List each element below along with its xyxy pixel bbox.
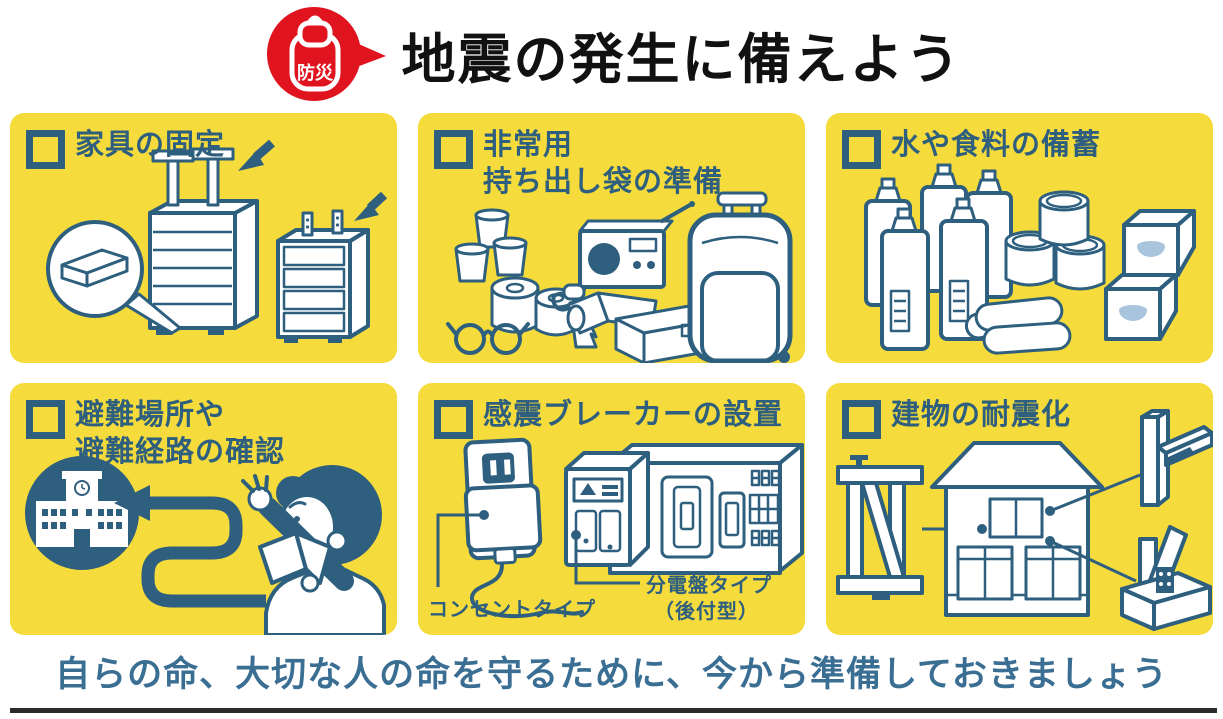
panel-title-line: 水や食料の備蓄 [891, 129, 1102, 161]
house-icon [930, 441, 1104, 617]
checkbox-icon [26, 400, 65, 439]
panel-title-line: 避難場所や [75, 399, 226, 431]
radio-icon [578, 201, 695, 289]
arrow-icon [354, 191, 388, 221]
bowl-icon [1137, 241, 1165, 257]
panel-title-line: 非常用 [483, 129, 574, 161]
panel-water-food: 水や食料の備蓄 [826, 113, 1213, 363]
emergency-kit-illustration [446, 191, 793, 363]
backpack-icon [687, 191, 793, 363]
panel-title-line: 建物の耐震化 [891, 399, 1072, 431]
evacuation-illustration [25, 456, 386, 635]
stopper-callout-icon [46, 220, 182, 335]
bowl-icon [1119, 305, 1147, 321]
panel-heading: 水や食料の備蓄 [842, 127, 1205, 169]
hand-icon [241, 474, 273, 512]
outlet-breaker-icon [463, 437, 543, 565]
tension-rod-icon [151, 147, 235, 207]
page-title: 地震の発生に備えよう [401, 29, 962, 90]
panel-title-line: 持ち出し袋の準備 [483, 166, 724, 199]
person-with-map-icon [241, 465, 386, 635]
header: 防災 地震の発生に備えよう [0, 0, 1223, 108]
disaster-backpack-icon: 防災 [266, 7, 386, 101]
checkbox-icon [434, 130, 473, 169]
bottom-bar [10, 708, 1217, 713]
furniture-illustration [46, 139, 388, 343]
foundation-anchor-icon [1120, 525, 1212, 631]
checkbox-icon [26, 130, 65, 169]
panel-title-line: 避難経路の確認 [75, 436, 286, 469]
mini-breakers-icon [748, 469, 781, 547]
checkbox-icon [842, 130, 881, 169]
badge-label: 防災 [297, 62, 334, 83]
map-icon [258, 531, 332, 593]
braced-frame-icon [836, 455, 924, 600]
l-bracket-icon [301, 209, 344, 237]
panel-heading: 家具の固定 [26, 127, 389, 169]
panel-heading: 避難場所や 避難経路の確認 [26, 397, 389, 471]
panel-emergency-bag: 非常用 持ち出し袋の準備 [418, 113, 805, 363]
panel-heading: 非常用 持ち出し袋の準備 [434, 127, 797, 201]
joint-fitting-icon [1140, 409, 1213, 507]
whistle-icon [551, 283, 586, 312]
short-cabinet-icon [276, 191, 388, 343]
arrow-icon [238, 139, 275, 171]
panel-building-reinforcement: 建物の耐震化 [826, 383, 1213, 635]
board-type-label: 分電盤タイプ [646, 575, 772, 597]
stockpile-illustration [864, 163, 1196, 355]
tall-cabinet-icon [148, 139, 275, 335]
panel-heading: 建物の耐震化 [842, 397, 1205, 439]
outlet-type-label: コンセントタイプ [428, 599, 596, 621]
checklist-grid: 家具の固定 [10, 113, 1213, 635]
rice-boxes-icon [1104, 209, 1196, 341]
panel-evacuation-route: 避難場所や 避難経路の確認 [10, 383, 397, 635]
sensor-unit-icon [564, 451, 650, 567]
breaker-illustration [436, 437, 804, 619]
panel-heading: 感震ブレーカーの設置 [434, 397, 797, 439]
route-arrow-icon [114, 485, 266, 608]
checkbox-icon [434, 400, 473, 439]
glasses-icon [446, 322, 530, 355]
panel-title-line: 感震ブレーカーの設置 [483, 399, 784, 431]
panel-seismic-breaker: 感震ブレーカーの設置 [418, 383, 805, 635]
checkbox-icon [842, 400, 881, 439]
panel-title-line: 家具の固定 [75, 129, 226, 161]
water-bottles-icon [864, 163, 1013, 351]
footer-message: 自らの命、大切な人の命を守るために、今から準備しておきましょう [55, 655, 1168, 694]
panel-furniture-anchoring: 家具の固定 [10, 113, 397, 363]
school-icon [25, 456, 139, 570]
board-type-label2: （後付型） [654, 601, 759, 623]
paper-cups-icon [454, 208, 528, 283]
reinforcement-illustration [836, 409, 1213, 631]
food-pouches-icon [964, 296, 1072, 355]
canned-food-icon [1004, 190, 1106, 291]
